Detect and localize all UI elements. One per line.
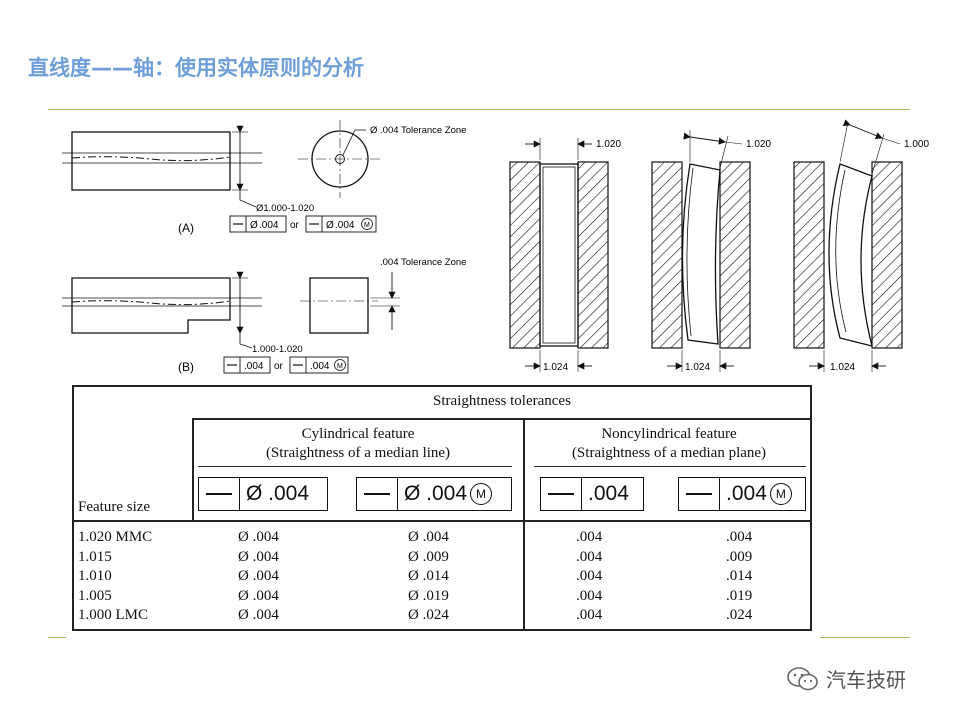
mmc-modifier-icon: M: [769, 483, 792, 505]
fig-b-size-label: 1.000-1.020: [252, 344, 303, 355]
title-divider: [48, 109, 910, 110]
row-size: 1.005: [78, 588, 112, 604]
fig-a-or: or: [290, 220, 300, 231]
table-divider: [523, 418, 525, 629]
fcf-noncyl-mmc-value: .004: [726, 482, 767, 505]
wechat-icon: [787, 666, 818, 690]
row-cyl: Ø .004: [238, 568, 279, 584]
row-noncyl-mmc: .019: [726, 588, 753, 604]
gauge3-bottom-dim: 1.024: [830, 362, 855, 373]
cyl-heading-line1: Cylindrical feature: [301, 426, 415, 442]
table-divider: [192, 418, 810, 420]
fig-b-or: or: [274, 361, 284, 372]
part-b-side-view: [62, 271, 262, 349]
noncyl-heading-line2: (Straightness of a median plane): [571, 445, 767, 461]
fig-b-fcf2-value: .004: [310, 361, 330, 372]
straightness-icon: [679, 478, 720, 510]
table-divider: [192, 418, 194, 520]
table-divider: [198, 466, 512, 467]
gauge2-bottom-dim: 1.024: [685, 362, 710, 373]
row-cyl-mmc: Ø .019: [408, 588, 449, 604]
noncyl-heading: Noncylindrical feature (Straightness of …: [526, 425, 812, 463]
fig-b-mmc-symbol: M: [337, 363, 343, 370]
fig-a-fcf1-value: .004: [259, 220, 279, 231]
row-noncyl: .004: [576, 588, 603, 604]
row-noncyl-mmc: .009: [726, 549, 753, 565]
mmc-modifier-icon: M: [470, 483, 493, 505]
row-cyl-mmc: Ø .009: [408, 549, 449, 565]
gauge3-top-dim: 1.000: [904, 139, 929, 150]
fig-a-size-label: Ø1.000-1.020: [256, 203, 314, 214]
fcf-noncyl-value: .004: [588, 482, 629, 505]
watermark: 汽车技研: [786, 664, 906, 693]
fig-a-fcf2-value: .004: [335, 220, 355, 231]
row-cyl-mmc: Ø .004: [408, 529, 449, 545]
table-divider: [534, 466, 806, 467]
footer-divider: [820, 637, 910, 638]
row-cyl: Ø .004: [238, 549, 279, 565]
row-size: 1.015: [78, 549, 112, 565]
part-b-end-view: [300, 272, 400, 334]
fig-a-fcf-mmc: Ø: [305, 215, 377, 233]
row-size: 1.020 MMC: [78, 529, 153, 545]
fig-b-fcf-regardless: [223, 356, 271, 374]
fcf-cyl-mmc-value: Ø .004: [404, 482, 468, 505]
fig-b-fcf-mmc: [289, 356, 349, 374]
footer-divider: [48, 637, 66, 638]
fcf-cyl: Ø .004: [198, 477, 328, 511]
cyl-heading-line2: (Straightness of a median line): [265, 445, 451, 461]
fig-b-fcf1-value: .004: [244, 361, 264, 372]
row-cyl-mmc: Ø .014: [408, 568, 449, 584]
gauge1-top-dim: 1.020: [596, 139, 621, 150]
row-noncyl-mmc: .014: [726, 568, 753, 584]
fig-a-zone-label: Ø .004 Tolerance Zone: [370, 125, 466, 136]
shaft-a-end-view: [298, 120, 382, 198]
straightness-icon: [199, 478, 240, 510]
row-noncyl-mmc: .004: [726, 529, 753, 545]
row-cyl-mmc: Ø .024: [408, 607, 449, 623]
row-noncyl: .004: [576, 529, 603, 545]
row-size: 1.010: [78, 568, 112, 584]
shaft-a-side-view: [62, 125, 262, 208]
row-noncyl: .004: [576, 568, 603, 584]
row-noncyl: .004: [576, 607, 603, 623]
straightness-table: Straightness tolerances Cylindrical feat…: [72, 385, 812, 631]
fig-a-part-label: (A): [178, 221, 194, 235]
fig-b-zone-label: .004 Tolerance Zone: [380, 257, 466, 268]
fig-b-part-label: (B): [178, 360, 194, 374]
gauge-bent-pin: [651, 130, 751, 372]
row-noncyl-mmc: .024: [726, 607, 753, 623]
feature-size-header: Feature size: [78, 499, 151, 515]
fcf-noncyl: .004: [540, 477, 644, 511]
fig-a-mmc-symbol: M: [364, 222, 370, 229]
row-cyl: Ø .004: [238, 529, 279, 545]
gauge-max-bent-pin: [793, 119, 903, 372]
fig-a-fcf-regardless: Ø: [229, 215, 287, 233]
cyl-heading: Cylindrical feature (Straightness of a m…: [194, 425, 522, 463]
fcf-cyl-value: Ø .004: [246, 482, 310, 505]
slide-title: 直线度——轴：使用实体原则的分析: [28, 56, 364, 80]
gauge1-bottom-dim: 1.024: [543, 362, 568, 373]
table-divider: [74, 520, 810, 522]
svg-text:Ø: Ø: [250, 220, 258, 231]
gauge2-top-dim: 1.020: [746, 139, 771, 150]
row-noncyl: .004: [576, 549, 603, 565]
straightness-icon: [541, 478, 582, 510]
svg-text:Ø: Ø: [326, 220, 334, 231]
noncyl-heading-line1: Noncylindrical feature: [601, 426, 737, 442]
row-cyl: Ø .004: [238, 607, 279, 623]
watermark-text: 汽车技研: [826, 668, 906, 692]
gauge-straight-pin: [509, 138, 609, 372]
row-size: 1.000 LMC: [78, 607, 149, 623]
row-cyl: Ø .004: [238, 588, 279, 604]
table-title: Straightness tolerances: [433, 393, 571, 409]
straightness-icon: [357, 478, 398, 510]
